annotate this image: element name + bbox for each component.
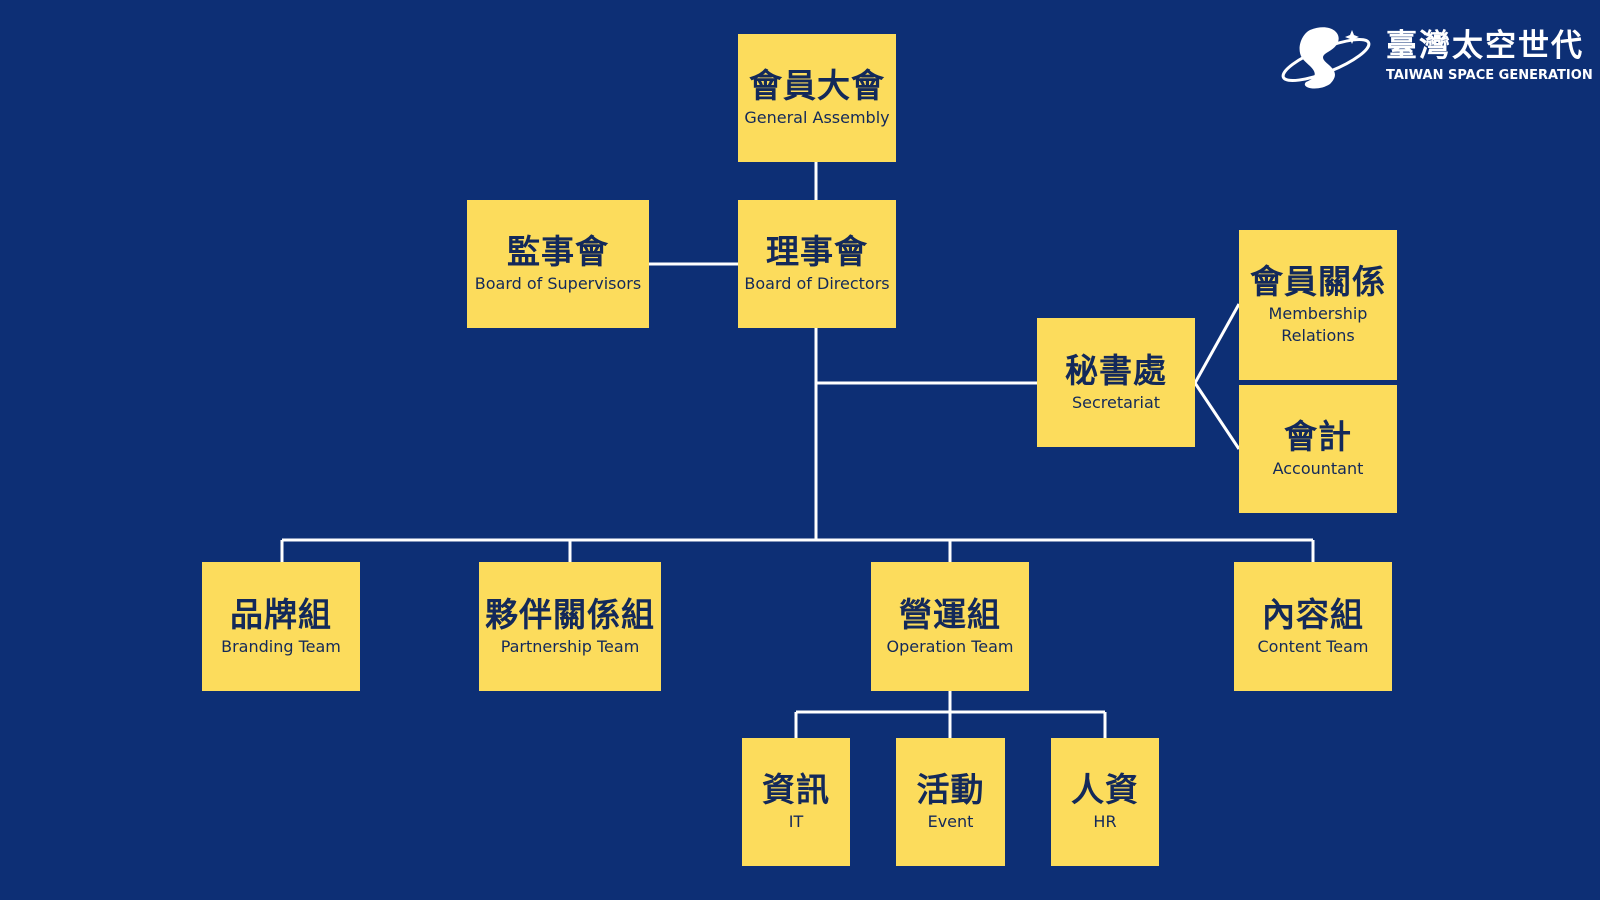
node-general-assembly: 會員大會 General Assembly [738,34,896,162]
node-title-zh: 理事會 [766,232,868,272]
logo: 臺灣太空世代 TAIWAN SPACE GENERATION [1280,22,1593,92]
node-title-zh: 夥伴關係組 [485,594,655,634]
node-title-zh: 會員大會 [749,66,885,106]
node-title-en: Board of Directors [744,274,890,294]
node-title-en-line2: Relations [1281,325,1355,345]
node-event: 活動 Event [896,738,1005,866]
node-title-zh: 活動 [916,770,985,810]
node-hr: 人資 HR [1051,738,1159,866]
node-title-zh: 營運組 [899,594,1001,634]
node-board-directors: 理事會 Board of Directors [738,200,896,328]
node-title-zh: 會員關係 [1250,262,1386,302]
logo-title-zh: 臺灣太空世代 [1386,28,1584,64]
node-title-zh: 人資 [1071,770,1139,810]
node-board-supervisors: 監事會 Board of Supervisors [467,200,649,328]
node-title-zh: 資訊 [762,770,830,810]
node-partnership-team: 夥伴關係組 Partnership Team [479,562,661,691]
node-title-en: Partnership Team [500,636,640,656]
node-title-en-line1: Membership [1268,304,1368,324]
node-accountant: 會計 Accountant [1239,385,1397,513]
node-title-en: Content Team [1257,636,1369,656]
node-content-team: 內容組 Content Team [1234,562,1392,691]
node-membership-relations: 會員關係 Membership Relations [1239,230,1397,380]
node-title-en: General Assembly [744,108,890,128]
node-title-zh: 監事會 [507,232,609,272]
node-title-en: IT [788,812,804,832]
node-title-en: Event [927,812,974,832]
node-title-zh: 會計 [1284,417,1352,457]
node-title-zh: 秘書處 [1065,350,1167,390]
node-secretariat: 秘書處 Secretariat [1037,318,1195,447]
node-title-en: Branding Team [221,636,341,656]
node-title-zh: 品牌組 [230,594,332,634]
node-title-en: Operation Team [886,636,1014,656]
node-title-en: Secretariat [1071,392,1161,412]
node-title-zh: 內容組 [1262,594,1364,634]
node-title-en: Board of Supervisors [474,274,642,294]
node-operation-team: 營運組 Operation Team [871,562,1029,691]
planet-logo-icon [1281,27,1371,89]
node-title-en: Accountant [1272,459,1364,479]
node-title-en: HR [1093,812,1117,832]
node-it: 資訊 IT [742,738,850,866]
logo-title-en: TAIWAN SPACE GENERATION [1386,68,1593,83]
node-branding-team: 品牌組 Branding Team [202,562,360,691]
